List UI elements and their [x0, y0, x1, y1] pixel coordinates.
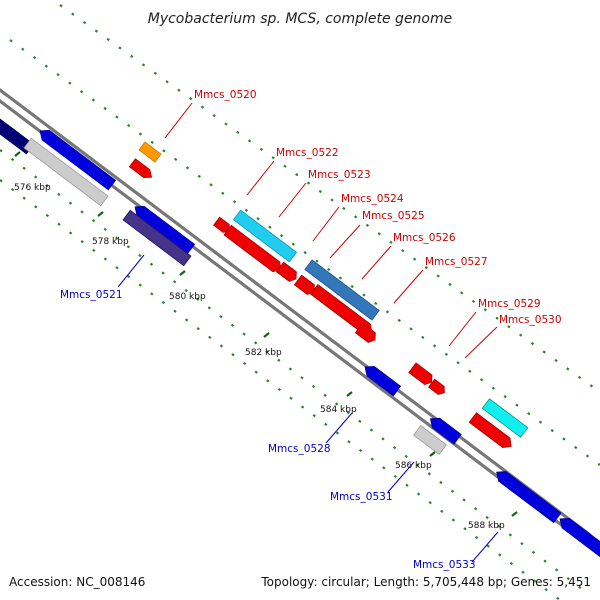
gene-label-mmcs-0521[interactable]: Mmcs_0521 — [60, 289, 123, 301]
gene-label-mmcs-0523[interactable]: Mmcs_0523 — [308, 169, 371, 181]
accession-text: Accession: NC_008146 — [9, 575, 145, 589]
tick-mark — [97, 211, 104, 217]
tick-marks — [14, 151, 518, 517]
gene-label-mmcs-0520[interactable]: Mmcs_0520 — [194, 89, 257, 101]
tick-label-578: 578 kbp — [92, 237, 129, 247]
leader-mmcs-0530 — [464, 326, 498, 359]
leader-mmcs-0527 — [393, 269, 424, 304]
gene-feature-mmcs-0530[interactable] — [468, 412, 515, 451]
leader-mmcs-0524 — [312, 206, 340, 242]
gene-feature-blue[interactable] — [36, 126, 117, 191]
gene-feature-navy[interactable] — [0, 113, 35, 155]
gene-feature-red[interactable] — [128, 158, 154, 181]
gene-feature-red[interactable] — [428, 378, 448, 397]
leader-mmcs-0522 — [246, 160, 275, 196]
tick-label-586: 586 kbp — [395, 461, 432, 471]
leader-mmcs-0521 — [117, 254, 145, 288]
gene-label-mmcs-0533[interactable]: Mmcs_0533 — [413, 559, 476, 571]
map-title: Mycobacterium sp. MCS, complete genome — [148, 11, 453, 27]
backbone-line-outer — [0, 88, 592, 537]
tick-mark — [179, 270, 186, 276]
gene-label-mmcs-0528[interactable]: Mmcs_0528 — [268, 443, 331, 455]
tick-label-588: 588 kbp — [468, 521, 505, 531]
gene-label-mmcs-0522[interactable]: Mmcs_0522 — [276, 147, 339, 159]
tick-mark — [346, 391, 353, 397]
grid-tracks — [0, 4, 600, 600]
gene-feature-mmcs-0522[interactable] — [232, 209, 298, 263]
leader-mmcs-0523 — [278, 182, 307, 218]
gene-feature-grey[interactable] — [23, 137, 109, 207]
tick-label-584: 584 kbp — [320, 405, 357, 415]
gene-feature-mmcs-0521[interactable] — [122, 209, 192, 267]
gene-feature-mmcs-0528[interactable] — [361, 362, 402, 397]
gene-feature-red[interactable] — [408, 362, 435, 387]
leader-mmcs-0533 — [471, 531, 499, 563]
gene-feature-blue[interactable] — [427, 414, 462, 445]
gene-label-mmcs-0527[interactable]: Mmcs_0527 — [425, 256, 488, 268]
tick-mark — [263, 332, 270, 338]
gene-feature-red[interactable] — [293, 274, 317, 297]
tick-mark — [511, 511, 518, 517]
tick-mark — [14, 151, 21, 157]
gene-feature-blue[interactable] — [556, 514, 600, 561]
grid-track-outer-1 — [9, 39, 600, 466]
leader-mmcs-0525 — [329, 224, 361, 259]
tick-labels: 576 kbp 578 kbp 580 kbp 582 kbp 584 kbp … — [14, 183, 505, 531]
gene-feature-mmcs-0531[interactable] — [413, 425, 447, 455]
tick-label-582: 582 kbp — [245, 348, 282, 358]
leader-mmcs-0526 — [361, 245, 392, 280]
leader-mmcs-0531 — [387, 461, 415, 493]
tick-mark — [429, 451, 436, 457]
grid-track-inner-2 — [0, 179, 561, 600]
gene-feature-mmcs-0533[interactable] — [493, 467, 562, 524]
gene-labels: Mmcs_0520 Mmcs_0521 Mmcs_0522 Mmcs_0523 … — [60, 89, 562, 571]
gene-feature-mmcs-0525[interactable] — [304, 259, 380, 321]
leader-mmcs-0528 — [325, 412, 353, 444]
gene-feature-blue[interactable] — [131, 202, 196, 255]
gene-label-mmcs-0524[interactable]: Mmcs_0524 — [341, 193, 404, 205]
gene-feature-mmcs-0520[interactable] — [138, 141, 162, 163]
tick-label-580: 580 kbp — [169, 292, 206, 302]
gene-label-mmcs-0525[interactable]: Mmcs_0525 — [362, 210, 425, 222]
label-leaders — [117, 102, 499, 563]
leader-mmcs-0529 — [448, 311, 477, 347]
gene-label-mmcs-0526[interactable]: Mmcs_0526 — [393, 232, 456, 244]
gene-label-mmcs-0531[interactable]: Mmcs_0531 — [330, 491, 393, 503]
gene-label-mmcs-0529[interactable]: Mmcs_0529 — [478, 298, 541, 310]
gene-feature-mmcs-0523[interactable] — [223, 224, 284, 274]
grid-track-outer-2 — [59, 4, 600, 393]
leader-mmcs-0520 — [164, 102, 193, 139]
genome-summary-text: Topology: circular; Length: 5,705,448 bp… — [260, 575, 591, 589]
gene-feature-mmcs-0529[interactable] — [481, 398, 529, 438]
gene-feature-red[interactable] — [354, 322, 378, 345]
gene-feature-red[interactable] — [275, 261, 299, 284]
gene-features — [0, 113, 600, 561]
tick-label-576: 576 kbp — [14, 183, 51, 193]
gene-label-mmcs-0530[interactable]: Mmcs_0530 — [499, 314, 562, 326]
